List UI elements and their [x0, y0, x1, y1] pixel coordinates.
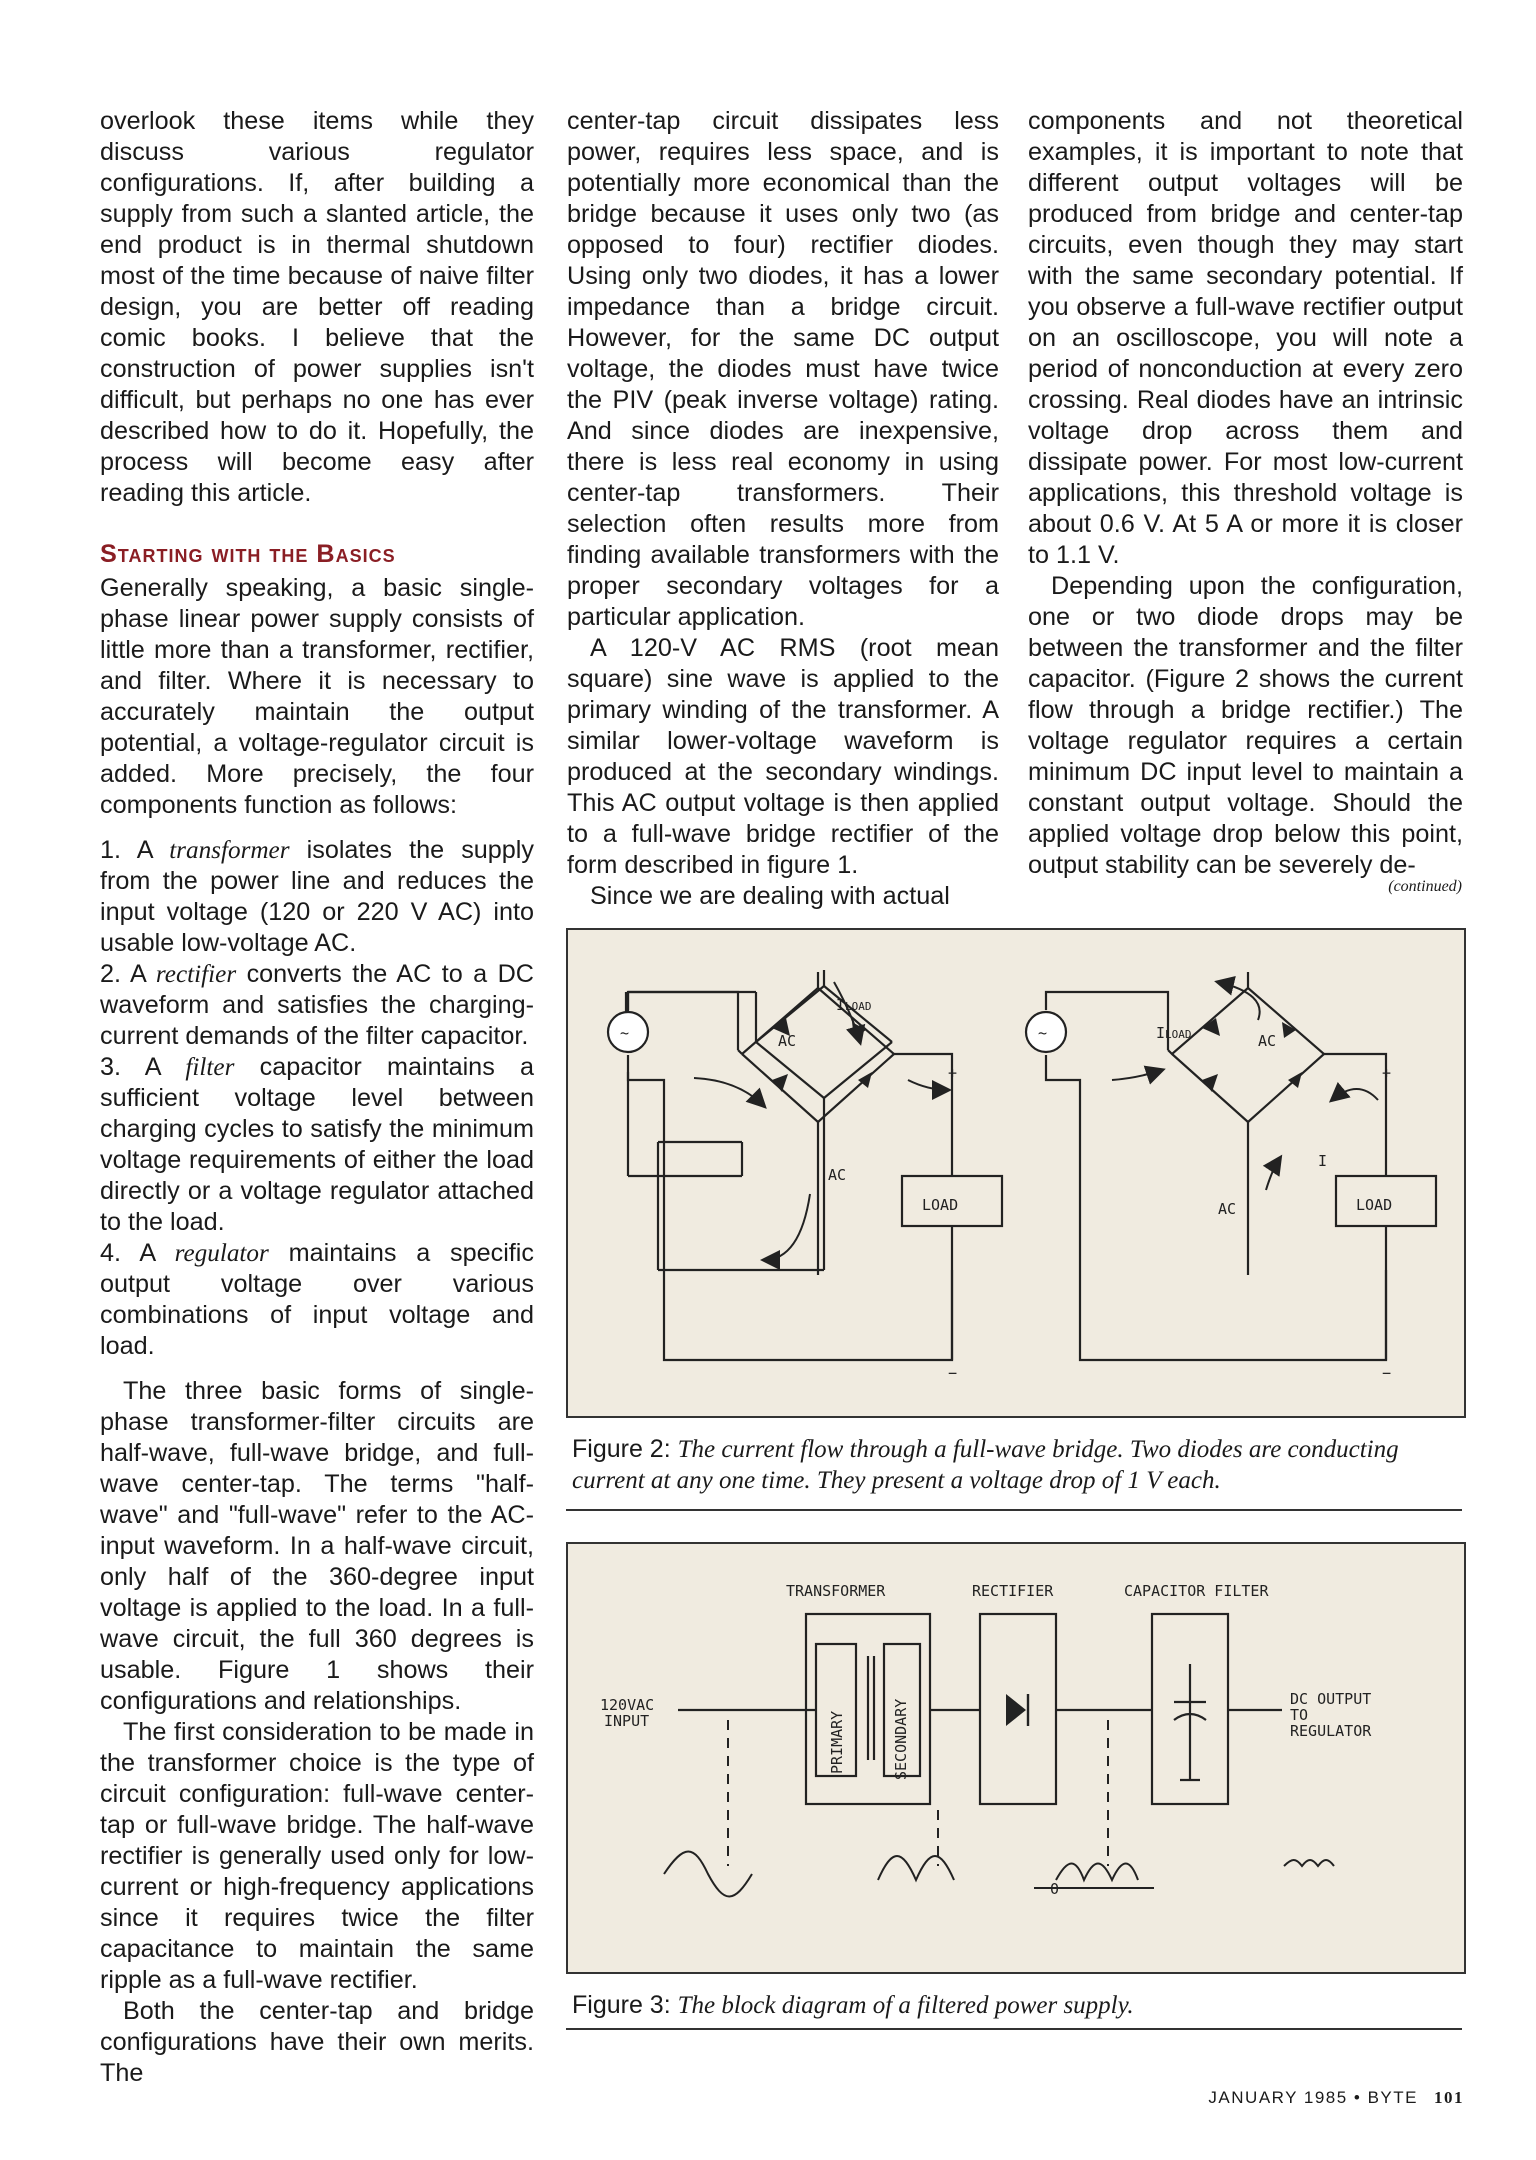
transformer-label: TRANSFORMER: [786, 1582, 886, 1600]
section-heading: Starting with the Basics: [100, 540, 396, 568]
zero-label: 0: [1050, 1880, 1059, 1898]
paragraph: A 120-V AC RMS (root mean square) sine w…: [567, 634, 999, 879]
ac-source-symbol: ~: [620, 1024, 629, 1042]
ac-label: AC: [828, 1166, 846, 1184]
bridge-circuit-svg: ~ ~ AC AC ILOAD + − LOAD: [606, 970, 1438, 1382]
paragraph: Since we are dealing with actual: [590, 882, 950, 910]
ac-label: AC: [1258, 1032, 1276, 1050]
block-diagram-svg: TRANSFORMER RECTIFIER CAPACITOR FILTER 1…: [600, 1582, 1372, 1898]
list-item: 1. A transformer isolates the supply fro…: [100, 836, 534, 957]
plus-terminal: +: [948, 1064, 957, 1082]
diode-symbol: [1006, 1694, 1026, 1726]
page-number: 101: [1434, 2088, 1464, 2107]
paragraph: The first consideration to be made in th…: [100, 1718, 534, 1994]
rectifier-label: RECTIFIER: [972, 1582, 1054, 1600]
output-label: REGULATOR: [1290, 1722, 1372, 1740]
figure-3-caption: Figure 3: The block diagram of a filtere…: [572, 1991, 1134, 2019]
figure-3-block-diagram: TRANSFORMER RECTIFIER CAPACITOR FILTER 1…: [566, 1542, 1466, 1974]
issue-label: JANUARY 1985 • BYTE: [1208, 2088, 1418, 2107]
ac-source-symbol: ~: [1038, 1024, 1047, 1042]
paragraph: center-tap circuit dissipates less power…: [567, 107, 999, 631]
diode-symbol: [858, 1072, 872, 1088]
load-label: LOAD: [922, 1196, 958, 1214]
minus-terminal: −: [1382, 1364, 1391, 1382]
diode-symbol: [1288, 1072, 1302, 1088]
input-label: INPUT: [604, 1712, 649, 1730]
list-item: 3. A filter capacitor maintains a suffic…: [100, 1053, 534, 1236]
minus-terminal: −: [948, 1364, 957, 1382]
paragraph: components and not theoretical examples,…: [1028, 107, 1463, 569]
dc-output-wave: [1283, 1859, 1335, 1868]
load-label: LOAD: [1356, 1196, 1392, 1214]
paragraph: Both the center-tap and bridge configura…: [100, 1997, 534, 2087]
list-item: 2. A rectifier converts the AC to a DC w…: [100, 960, 534, 1050]
ac-label: AC: [1218, 1200, 1236, 1218]
paragraph: Generally speaking, a basic single-phase…: [100, 574, 534, 819]
paragraph: Depending upon the configuration, one or…: [1028, 572, 1463, 879]
rectified-wave: [877, 1855, 955, 1883]
figure-2-caption: Figure 2: The current flow through a ful…: [572, 1435, 1399, 1494]
output-label: TO: [1290, 1706, 1308, 1724]
secondary-label: SECONDARY: [892, 1699, 910, 1780]
ripple-wave: [1055, 1862, 1139, 1883]
iload-label: ILOAD: [836, 996, 872, 1014]
input-label: 120VAC: [600, 1696, 654, 1714]
plus-terminal: +: [1382, 1064, 1391, 1082]
sine-wave: [663, 1850, 753, 1898]
diode-symbol: [772, 1074, 788, 1092]
divider: [566, 2028, 1462, 2030]
paragraph: overlook these items while they discuss …: [100, 107, 534, 507]
paragraph: The three basic forms of single-phase tr…: [100, 1377, 534, 1715]
output-label: DC OUTPUT: [1290, 1690, 1371, 1708]
iload-label: ILOAD: [1156, 1024, 1192, 1042]
diode-symbol: [1282, 1022, 1296, 1038]
diode-symbol: [1202, 1074, 1218, 1092]
text-column-1: overlook these items while they discuss …: [100, 106, 534, 2089]
figure-2-bridge-diagram: ~ ~ AC AC ILOAD + − LOAD: [566, 928, 1466, 1418]
i-label: I: [1318, 1152, 1327, 1170]
continued-note: (continued): [1388, 878, 1462, 895]
diode-symbol: [1202, 1018, 1220, 1036]
text-column-2: center-tap circuit dissipates less power…: [567, 106, 999, 912]
page-footer: JANUARY 1985 • BYTE 101: [1208, 2088, 1464, 2108]
ac-label: AC: [778, 1032, 796, 1050]
capacitor-filter-label: CAPACITOR FILTER: [1124, 1582, 1269, 1600]
primary-label: PRIMARY: [828, 1711, 846, 1774]
divider: [566, 1509, 1462, 1511]
list-item: 4. A regulator maintains a specific outp…: [100, 1239, 534, 1360]
text-column-3: components and not theoretical examples,…: [1028, 106, 1463, 881]
diode-symbol: [772, 1018, 790, 1036]
